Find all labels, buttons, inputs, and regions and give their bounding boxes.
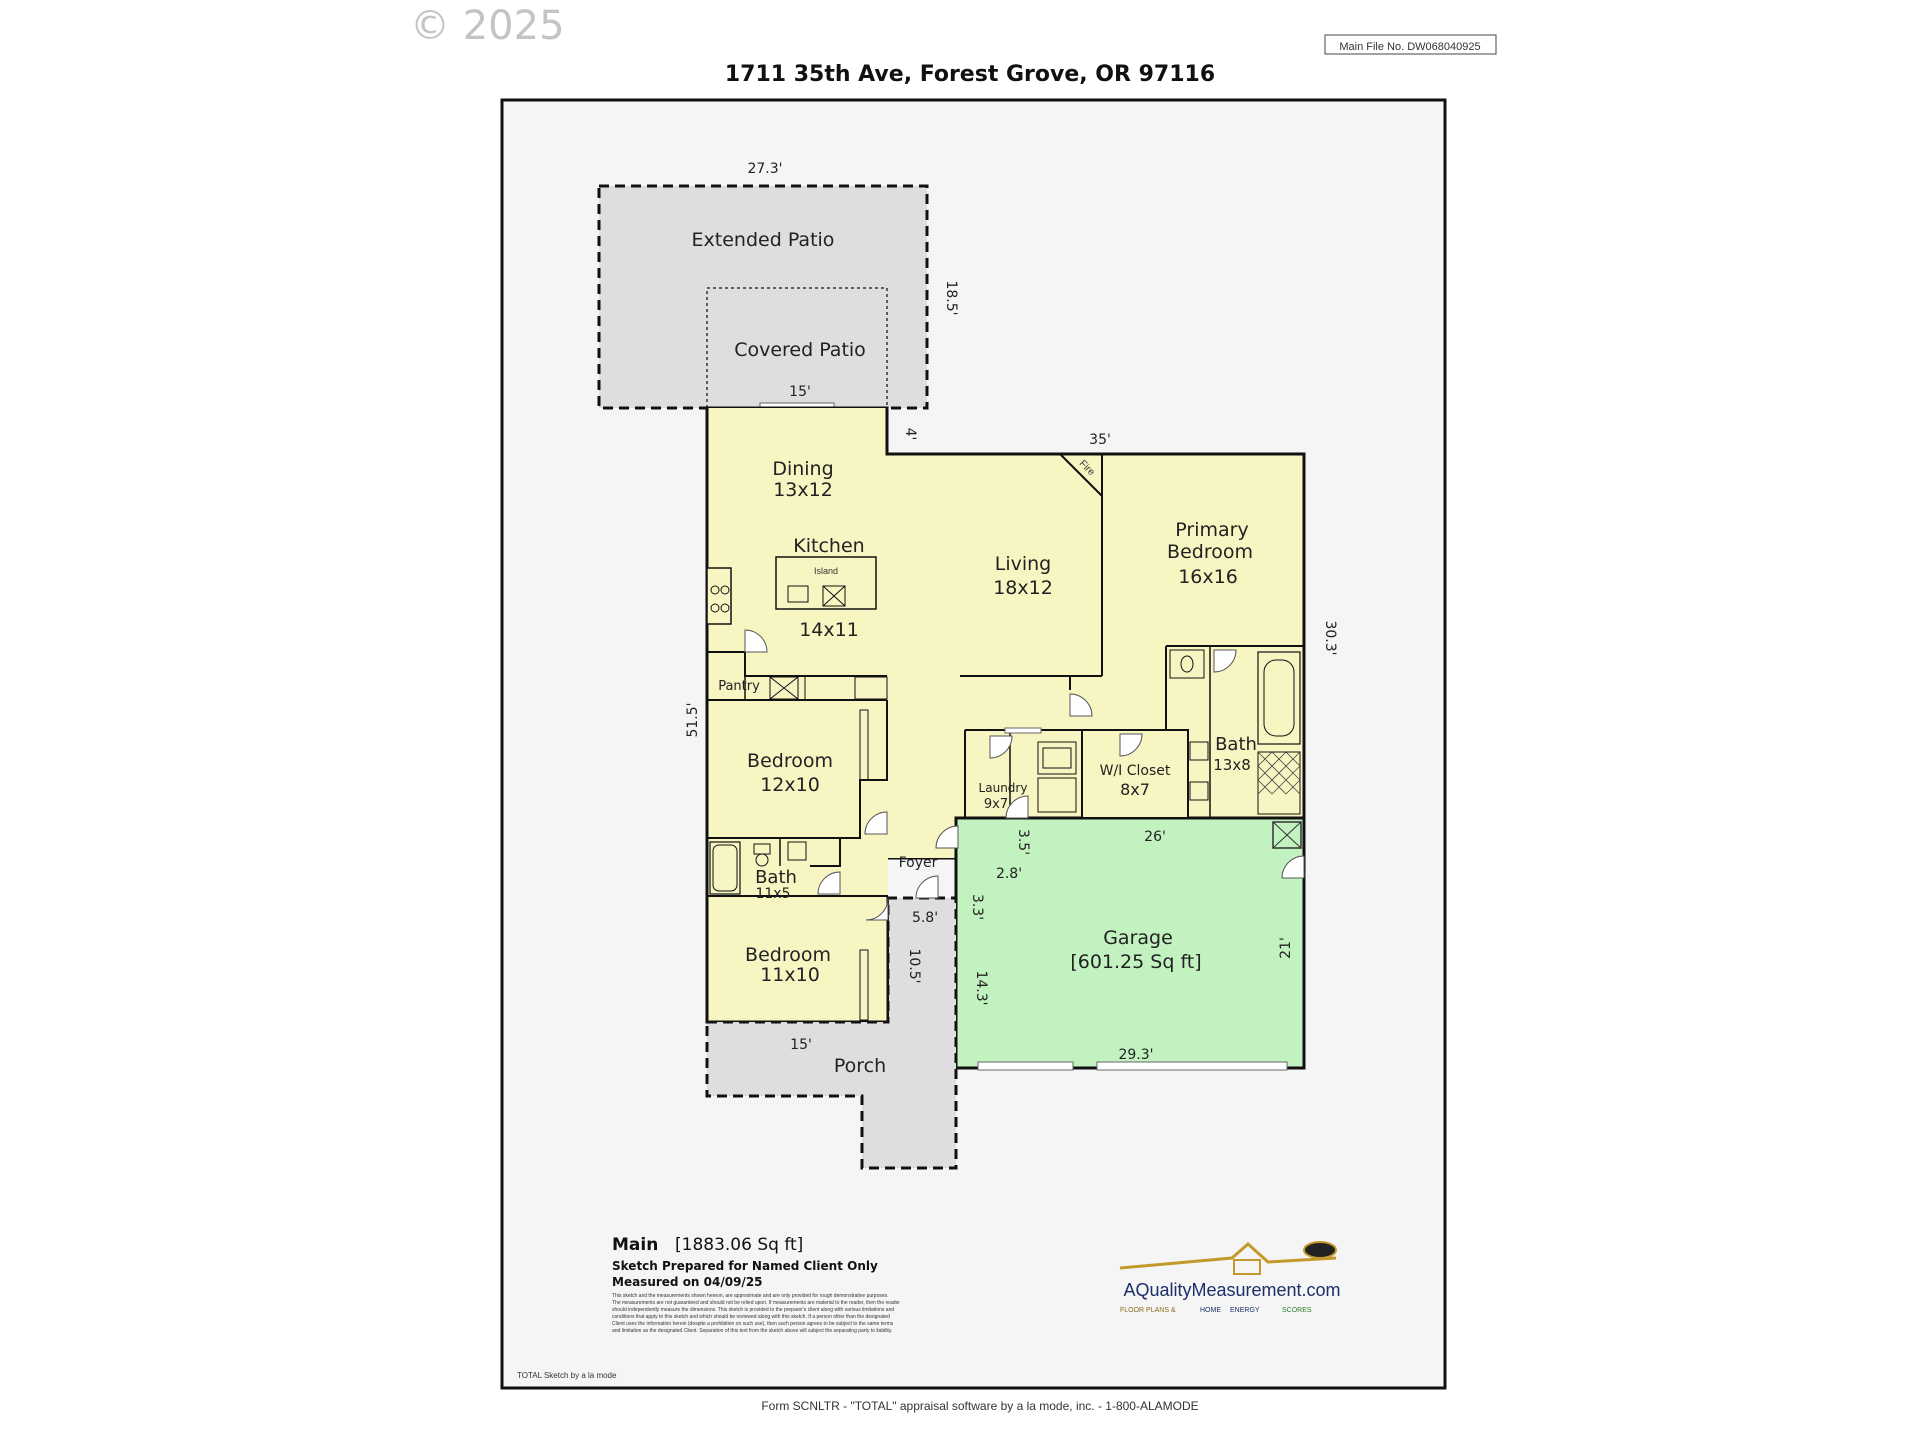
dim-4: 4': [902, 428, 918, 441]
kitchen-range: [706, 567, 732, 625]
porch: [705, 896, 958, 1170]
disclaimer-line-4: conditions that apply to this sketch and…: [612, 1314, 890, 1320]
label-bedroom-b-size: 11x10: [760, 964, 820, 986]
logo-tag-home: HOME: [1200, 1307, 1221, 1314]
label-bedroom-b: Bedroom: [745, 944, 831, 966]
logo-tag-floorplans: FLOOR PLANS &: [1120, 1307, 1176, 1314]
logo-tag-energy: ENERGY: [1230, 1307, 1260, 1314]
label-laundry-size: 9x7: [984, 797, 1008, 812]
summary-measured: Measured on 04/09/25: [612, 1275, 763, 1289]
disclaimer-line-1: This sketch and the measurements shown h…: [612, 1293, 889, 1299]
room-labels: Extended Patio Covered Patio Dining 13x1…: [692, 229, 1257, 1077]
label-primary-2: Bedroom: [1167, 541, 1253, 563]
label-primary-size: 16x16: [1178, 566, 1238, 588]
dim-29-3: 29.3': [1118, 1047, 1153, 1063]
label-bath-primary-size: 13x8: [1213, 756, 1251, 774]
summary-area: [1883.06 Sq ft]: [675, 1235, 803, 1255]
summary-title: Main: [612, 1235, 658, 1255]
wall-bath-b: [707, 837, 841, 867]
label-pantry: Pantry: [718, 679, 760, 694]
disclaimer-line-2: The measurements are not guaranteed and …: [612, 1300, 900, 1306]
dim-2-8: 2.8': [996, 866, 1022, 882]
dim-51-5: 51.5': [685, 702, 701, 737]
dim-10-5: 10.5': [906, 948, 922, 983]
label-primary-1: Primary: [1175, 519, 1248, 541]
disclaimer-line-6: and limitation as the designated Client.…: [612, 1328, 892, 1334]
label-garage-size: [601.25 Sq ft]: [1070, 951, 1201, 973]
dim-18-5: 18.5': [943, 280, 959, 315]
garage-door-right: [1096, 1061, 1288, 1071]
dim-3-3: 3.3': [969, 894, 985, 920]
main-file-box: [1324, 34, 1497, 55]
label-wi-closet-size: 8x7: [1120, 780, 1150, 799]
covered-patio: [706, 287, 888, 409]
label-bedroom-a-size: 12x10: [760, 774, 820, 796]
label-bath-primary: Bath: [1215, 734, 1257, 755]
logo-tape-icon: [1303, 1241, 1337, 1259]
kitchen-island: [775, 556, 877, 610]
bathtub-b: [709, 841, 741, 895]
shower-primary: [1257, 751, 1301, 815]
logo-roof-icon: [1119, 1241, 1337, 1270]
main-file-number: Main File No. DW068040925: [1339, 41, 1480, 53]
company-logo: AQualityMeasurement.com FLOOR PLANS & HO…: [1119, 1241, 1341, 1314]
dim-35: 35': [1089, 432, 1111, 448]
label-covered-patio: Covered Patio: [734, 339, 866, 361]
dim-5-8: 5.8': [912, 910, 938, 926]
garage: [954, 816, 1306, 1070]
dim-30-3: 30.3': [1322, 620, 1338, 655]
wall-pantry: [707, 651, 887, 677]
label-dining-size: 13x12: [773, 479, 833, 501]
label-porch: Porch: [834, 1055, 886, 1077]
exterior-wall-top: [885, 408, 1306, 818]
software-note: TOTAL Sketch by a la mode: [517, 1371, 617, 1380]
bathtub-primary: [1257, 651, 1301, 745]
door-swings: [744, 629, 1305, 921]
logo-name: AQualityMeasurement.com: [1123, 1280, 1340, 1300]
label-kitchen: Kitchen: [793, 535, 864, 557]
label-bath-b-size: 11x5: [755, 886, 790, 902]
label-dining: Dining: [772, 458, 833, 480]
label-extended-patio: Extended Patio: [692, 229, 835, 251]
label-living-size: 18x12: [993, 577, 1053, 599]
dim-26: 26': [1144, 829, 1166, 845]
form-footer: Form SCNLTR - "TOTAL" appraisal software…: [761, 1399, 1198, 1413]
dim-15-top: 15': [789, 384, 811, 400]
label-living: Living: [995, 553, 1052, 575]
label-kitchen-size: 14x11: [799, 619, 859, 641]
label-foyer: Foyer: [899, 855, 938, 871]
label-bedroom-a: Bedroom: [747, 750, 833, 772]
garage-door-left: [977, 1061, 1074, 1071]
disclaimer-line-3: should independently measure the dimensi…: [612, 1307, 894, 1313]
fireplace-wall: [1059, 453, 1103, 497]
label-bath-b: Bath: [755, 867, 797, 888]
garage-vent: [1272, 821, 1302, 849]
dim-15-bot: 15': [790, 1037, 812, 1053]
dim-3-5: 3.5': [1015, 829, 1031, 855]
label-wi-closet: W/I Closet: [1100, 763, 1171, 779]
island-label: Island: [814, 566, 838, 576]
summary-prepared: Sketch Prepared for Named Client Only: [612, 1259, 878, 1273]
summary-block: Main [1883.06 Sq ft] Sketch Prepared for…: [612, 1235, 900, 1334]
copyright-watermark: © 2025: [410, 3, 565, 49]
label-garage: Garage: [1103, 927, 1173, 949]
label-laundry: Laundry: [979, 781, 1028, 795]
disclaimer-line-5: Client uses the information herein (desp…: [612, 1321, 894, 1327]
dim-27-3: 27.3': [747, 161, 782, 177]
dim-21: 21': [1278, 937, 1294, 959]
dimension-labels: 27.3' 18.5' 15' 4' 35' 30.3' 51.5' 26' 3…: [685, 161, 1338, 1063]
dim-14-3: 14.3': [973, 970, 989, 1005]
logo-tag-scores: SCORES: [1282, 1307, 1312, 1314]
property-address: 1711 35th Ave, Forest Grove, OR 97116: [725, 62, 1215, 87]
